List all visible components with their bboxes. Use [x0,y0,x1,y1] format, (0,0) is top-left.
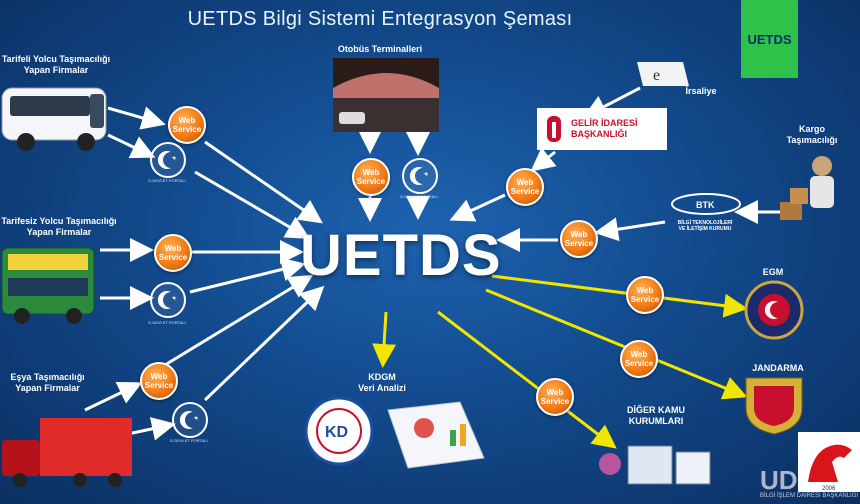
e-irsaliye-logo-icon: e [637,62,689,86]
government-network-icon [599,445,711,485]
crescent-star-icon [157,291,177,309]
arrow-ws3-uetds [164,274,314,367]
logo-year: 2006 [822,486,836,492]
arrow-edev3-uetds [203,285,325,402]
arrow-uetds-kdgm [372,311,397,368]
arrow-truck-ws [84,381,143,412]
arrow-ws1-uetds [204,140,323,224]
label-egm: EGM [762,267,784,277]
police-badge-icon [744,280,804,340]
edevlet-caption: E-DEVLET PORTALI [170,438,208,443]
gib-name: GELİR İDARESİ BAŞKANLIĞI [571,118,638,139]
label-freight: Eşya Taşımacılığı Yapan Firmalar [10,372,85,393]
double-decker-bus-icon [1,247,95,324]
edevlet-caption: E-DEVLET PORTALI [148,178,186,183]
arrow-ws-gib-uetds [449,193,506,222]
uetds-center: UETDS [300,223,502,288]
data-analysis-icon [387,401,485,469]
label-jandarma: JANDARMA [752,363,804,373]
arrow-gib-ws [530,147,557,172]
edevlet-caption: E-DEVLET PORTALI [148,320,186,325]
arrow-uetds-egm [491,274,748,318]
btk-name: BİLGİ TEKNOLOJİLERİ VE İLETİŞİM KURUMU [677,220,733,232]
cargo-courier-icon [780,156,834,220]
edevlet-icon [172,402,208,438]
btk-abbrev: BTK [696,200,715,210]
arrow-btk-ws [594,217,666,242]
arrow-uetds-jandarma [485,288,748,400]
label-unscheduled: Tarifesiz Yolcu Taşımacılığı Yapan Firma… [1,216,117,237]
crescent-star-icon [157,151,177,169]
arrow-edev2-uetds [189,257,306,294]
btk-logo-icon: BTK [671,193,741,215]
arrow-uetds-other [437,310,617,449]
kdgm-logo-icon: KD [304,396,374,466]
arrow-bus1-edev [107,133,156,159]
label-kdgm: KDGM Veri Analizi [358,372,406,393]
label-other: DİĞER KAMU KURUMLARI [627,405,685,426]
department-text: BİLGİ İŞLEM DAİRESİ BAŞKANLIĞI [760,493,859,499]
label-terminals: Otobüs Terminalleri [337,44,423,54]
edevlet-icon [150,142,186,178]
crescent-star-icon [409,167,429,185]
arrow-bus1-ws [107,106,166,130]
edevlet-icon [150,282,186,318]
edevlet-caption: E-DEVLET PORTALI [400,194,438,199]
uetds-brand-box: UETDS [741,0,798,78]
arrow-edev1-uetds [194,170,311,240]
label-scheduled: Tarifeli Yolcu Taşımacılığı Yapan Firmal… [1,54,111,75]
label-irsaliye: İrsaliye [685,86,717,96]
gib-logo: GELİR İDARESİ BAŞKANLIĞI [537,108,667,150]
jandarma-emblem-icon [745,377,803,435]
bus-icon [1,87,107,151]
truck-icon [2,418,132,487]
diagram-title: UETDS Bilgi Sistemi Entegrasyon Şeması [187,8,573,30]
edevlet-icon [402,158,438,194]
gib-mark-icon [547,116,561,142]
terminal-image [333,58,439,132]
label-cargo: Kargo Taşımacılığı [786,124,838,145]
svg-text:e: e [653,67,660,84]
kd-logo-text: KD [325,424,348,441]
crescent-star-icon [179,411,199,429]
udh-horse-logo-icon: 2006 [798,432,860,492]
